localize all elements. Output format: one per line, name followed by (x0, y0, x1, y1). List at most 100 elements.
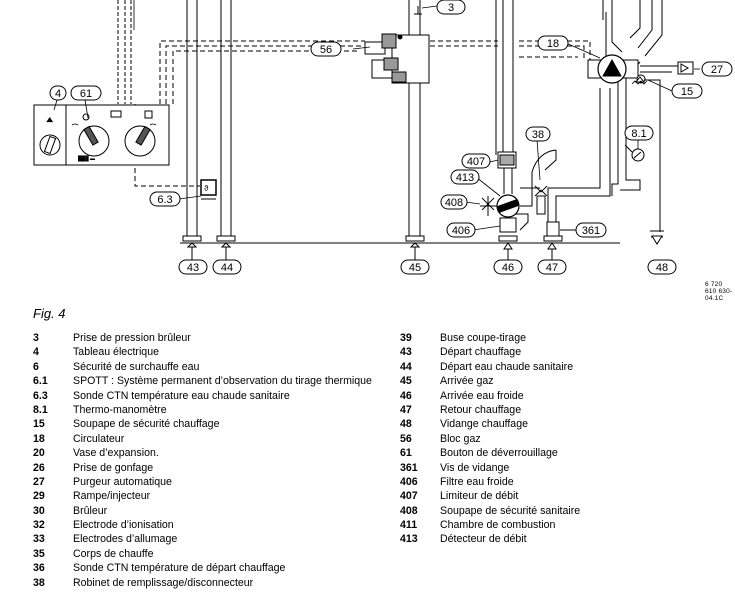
callout-6-3: 6.3 (149, 191, 181, 207)
circulator-pump (587, 54, 694, 245)
callout-46: 46 (493, 259, 523, 275)
legend-text: Arrivée eau froide (440, 389, 524, 402)
callout-48: 48 (647, 259, 677, 275)
legend-number: 29 (33, 490, 45, 503)
svg-text:413: 413 (456, 172, 474, 184)
legend-text: Départ eau chaude sanitaire (440, 360, 574, 373)
flow-detector-assembly (480, 149, 576, 237)
legend-number: 4 (33, 346, 39, 359)
svg-text:45: 45 (409, 262, 421, 274)
legend-number: 407 (400, 490, 418, 503)
boiler-hydraulic-diagram: ███ ▬ (33, 0, 733, 275)
legend-item: 32 Electrode d’ionisation (33, 518, 372, 532)
legend-text: Tableau électrique (73, 346, 159, 359)
legend-number: 47 (400, 403, 412, 416)
legend-text: Soupape de sécurité chauffage (73, 418, 220, 431)
legend-text: SPOTT : Système permanent d’observation … (73, 375, 372, 388)
legend-number: 361 (400, 461, 418, 474)
legend-text: Electrodes d’allumage (73, 533, 178, 546)
callout-27: 27 (701, 61, 733, 77)
legend-text: Chambre de combustion (440, 519, 556, 532)
legend-text: Arrivée gaz (440, 375, 494, 388)
svg-text:56: 56 (320, 44, 332, 56)
legend-item: 411 Chambre de combustion (400, 518, 580, 532)
svg-text:3: 3 (448, 2, 454, 14)
legend-text: Robinet de remplissage/disconnecteur (73, 576, 254, 589)
callout-43: 43 (178, 259, 208, 275)
legend-number: 3 (33, 332, 39, 344)
legend-number: 38 (33, 576, 45, 589)
callout-406: 406 (446, 222, 476, 238)
legend-text: Circulateur (73, 432, 125, 445)
legend-right: 39 Buse coupe-tirage 43 Départ chauffage 44 D… (400, 331, 580, 547)
legend-number: 408 (400, 504, 418, 517)
legend-number: 30 (33, 504, 45, 517)
callout-labels: 3 56 18 27 15 4 61 38 8.1 407 413 408 6.… (49, 0, 733, 275)
callout-45: 45 (400, 259, 430, 275)
legend-text: Corps de chauffe (73, 547, 154, 560)
svg-text:███ ▬: ███ ▬ (78, 155, 95, 162)
callout-413: 413 (450, 169, 480, 185)
svg-text:61: 61 (80, 88, 92, 100)
legend-number: 39 (400, 332, 412, 344)
svg-text:38: 38 (532, 129, 544, 141)
legend-text: Electrode d’ionisation (73, 519, 174, 532)
gas-valve (364, 6, 430, 84)
svg-text:47: 47 (546, 262, 558, 274)
legend-text: Buse coupe-tirage (440, 332, 526, 344)
bottom-connectors (182, 235, 563, 260)
callout-18: 18 (537, 35, 569, 51)
legend-number: 6.1 (33, 375, 48, 388)
legend-number: 32 (33, 519, 45, 532)
legend-number: 26 (33, 461, 45, 474)
legend-text: Bloc gaz (440, 432, 481, 445)
legend-number: 411 (400, 519, 418, 532)
svg-text:6.3: 6.3 (157, 194, 172, 206)
thermo-manometer (624, 144, 645, 162)
callout-38: 38 (525, 126, 551, 142)
callout-61: 61 (70, 85, 102, 101)
legend-text: Limiteur de débit (440, 490, 519, 503)
legend-item: 6.1 SPOTT : Système permanent d’observati… (33, 374, 372, 388)
svg-text:48: 48 (656, 262, 668, 274)
legend-number: 20 (33, 447, 45, 460)
legend-text: Vase d’expansion. (73, 447, 159, 460)
legend-text: Départ chauffage (440, 346, 522, 359)
callout-56: 56 (310, 41, 342, 57)
callout-3: 3 (436, 0, 466, 15)
legend-number: 43 (400, 346, 412, 359)
legend-item: 43 Départ chauffage (400, 345, 580, 359)
svg-text:408: 408 (445, 197, 463, 209)
legend-number: 48 (400, 418, 412, 431)
legend-text: Thermo-manomètre (73, 403, 167, 416)
legend-number: 56 (400, 432, 412, 445)
legend-number: 6 (33, 360, 39, 373)
legend-text: Vidange chauffage (440, 418, 528, 431)
legend-text: Sonde CTN température eau chaude sanitai… (73, 389, 290, 402)
legend-item: 48 Vidange chauffage (400, 417, 580, 431)
legend-number: 8.1 (33, 403, 48, 416)
callout-44: 44 (212, 259, 242, 275)
legend-item: 39 Buse coupe-tirage (400, 331, 580, 345)
legend-number: 45 (400, 375, 412, 388)
svg-text:ϑ: ϑ (204, 184, 209, 193)
legend-text: Prise de pression brûleur (73, 332, 191, 344)
legend-number: 18 (33, 432, 45, 445)
legend-number: 27 (33, 475, 45, 488)
legend-left: 3 Prise de pression brûleur 4 Tableau élect… (33, 331, 372, 590)
callout-8-1: 8.1 (624, 125, 654, 141)
legend-item: 4 Tableau électrique (33, 345, 372, 359)
svg-text:43: 43 (187, 262, 199, 274)
legend-text: Brûleur (73, 504, 108, 517)
callout-407: 407 (461, 153, 491, 169)
legend-item: 56 Bloc gaz (400, 432, 580, 446)
legend-number: 44 (400, 360, 412, 373)
svg-text:4: 4 (55, 88, 61, 100)
